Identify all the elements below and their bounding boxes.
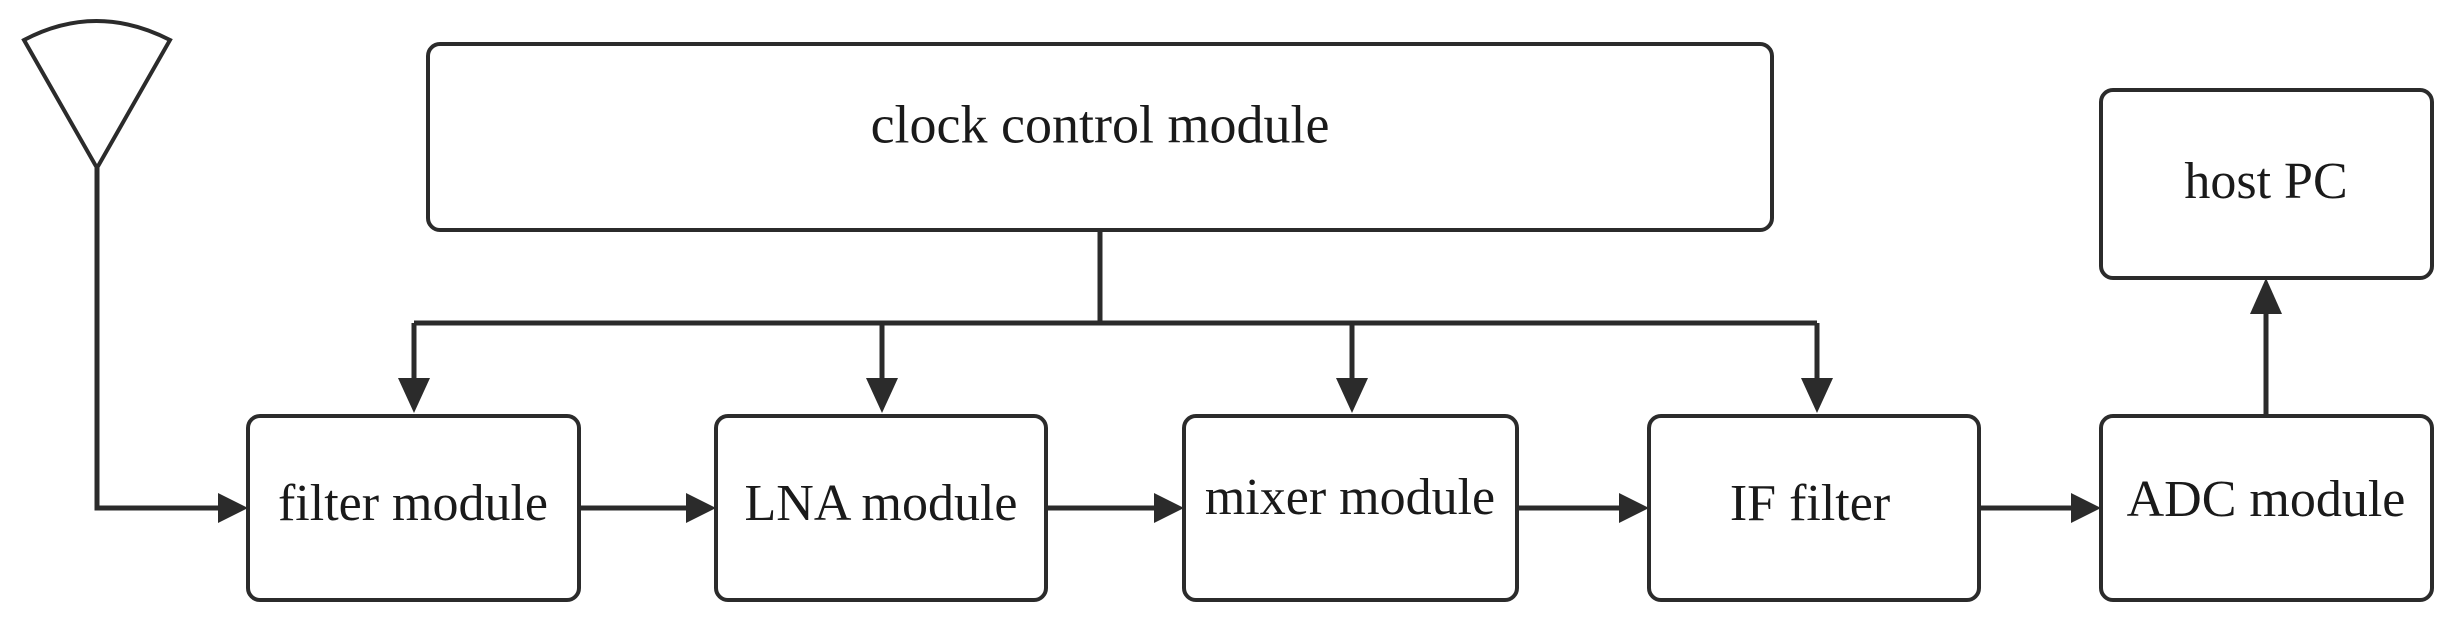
- lna-label: LNA module: [745, 475, 1018, 532]
- mixer-label: mixer module: [1205, 469, 1495, 526]
- antenna-feed-line: [94, 168, 222, 511]
- arrow-clock-to-lna: [866, 378, 898, 413]
- arrow-lna-to-mixer: [1154, 493, 1184, 523]
- antenna-icon: [21, 19, 173, 173]
- if-filter-block: IF filter: [1647, 414, 1981, 602]
- clock-bus: [414, 230, 1817, 326]
- clock-control-block: clock control module: [426, 42, 1774, 232]
- arrow-to-filter: [218, 493, 248, 523]
- arrow-filter-to-lna: [686, 493, 716, 523]
- adc-block: ADC module: [2099, 414, 2434, 602]
- filter-label: filter module: [278, 475, 548, 532]
- clock-control-label: clock control module: [871, 94, 1330, 154]
- adc-label: ADC module: [2127, 471, 2406, 528]
- mixer-block: mixer module: [1182, 414, 1519, 602]
- host-pc-label: host PC: [2184, 153, 2347, 210]
- host-pc-block: host PC: [2099, 88, 2434, 280]
- filter-block: filter module: [246, 414, 581, 602]
- arrow-clock-to-if-filter: [1801, 378, 1833, 413]
- arrow-clock-to-filter: [398, 378, 430, 413]
- arrow-clock-to-mixer: [1336, 378, 1368, 413]
- arrow-mixer-to-if-filter: [1619, 493, 1649, 523]
- if-filter-label: IF filter: [1730, 475, 1890, 532]
- arrow-if-filter-to-adc: [2071, 493, 2101, 523]
- lna-block: LNA module: [714, 414, 1048, 602]
- arrow-adc-to-host: [2250, 278, 2282, 314]
